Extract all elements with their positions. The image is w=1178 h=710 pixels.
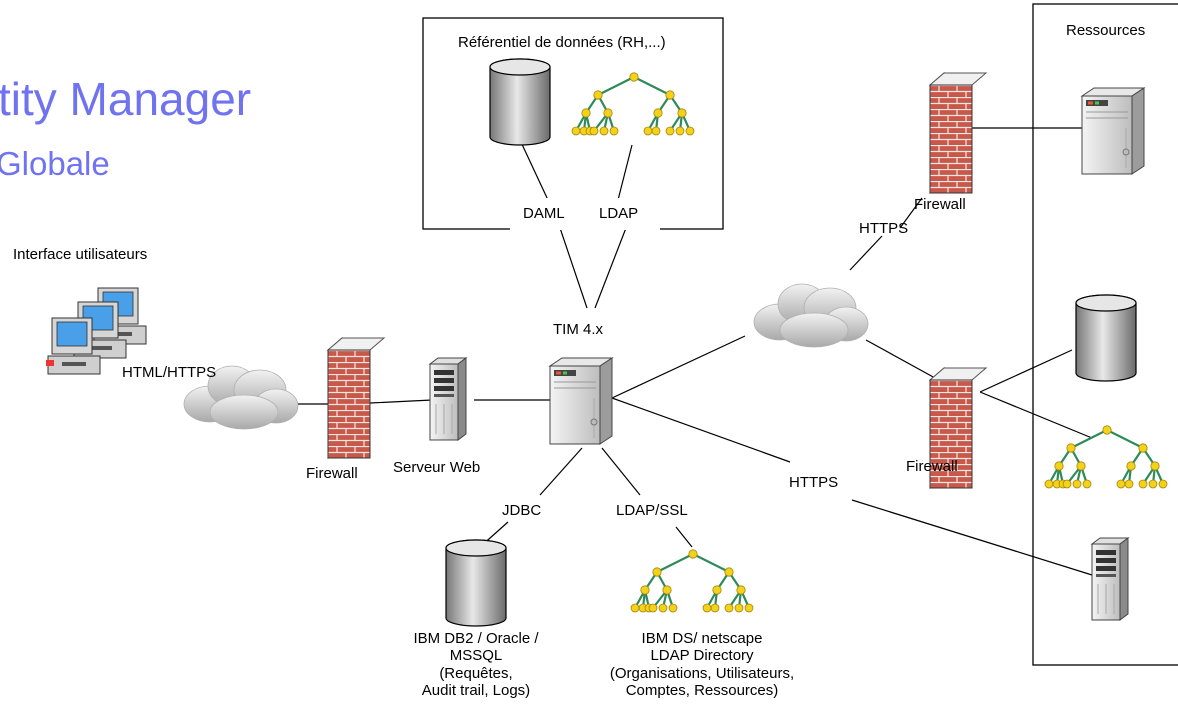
page-title: tity Manager xyxy=(0,73,252,125)
ldap-directory-description: IBM DS/ netscape LDAP Directory (Organis… xyxy=(609,630,795,699)
line-daml-tim xyxy=(559,227,588,309)
resource-server-icon xyxy=(1091,537,1129,621)
line-db-daml xyxy=(519,139,549,201)
tim-label: TIM 4.x xyxy=(553,321,604,338)
serveur-web-label: Serveur Web xyxy=(393,459,481,476)
line-firewall-db xyxy=(979,349,1073,393)
connections xyxy=(298,127,1093,576)
line-tree-ldap xyxy=(617,144,633,201)
ldap-tree-icon xyxy=(1043,424,1169,490)
https-top-label: HTTPS xyxy=(859,220,909,237)
database-description: IBM DB2 / Oracle / MSSQL (Requêtes, Audi… xyxy=(413,630,539,699)
line-tim-ldapssl xyxy=(601,447,641,496)
jdbc-label: JDBC xyxy=(502,502,542,519)
web-server-icon xyxy=(429,357,467,441)
line-cloud-firewall-right xyxy=(865,339,936,379)
database-icon xyxy=(1075,294,1137,382)
interface-label: Interface utilisateurs xyxy=(13,246,148,263)
ldap-tree-icon xyxy=(570,71,696,137)
line-https-tower xyxy=(851,499,1093,576)
ressources-box xyxy=(1032,3,1178,666)
ressources-label: Ressources xyxy=(1066,22,1146,39)
line-https-firewall xyxy=(899,197,923,229)
daml-label: DAML xyxy=(523,205,565,222)
line-cloud-https xyxy=(849,235,883,271)
firewall-left-label: Firewall xyxy=(306,465,358,482)
html-https-label: HTML/HTTPS xyxy=(122,364,217,381)
database-icon xyxy=(445,539,507,627)
tim-server-icon xyxy=(549,357,613,445)
referentiel-label: Référentiel de données (RH,...) xyxy=(458,34,666,51)
firewall-top-label: Firewall xyxy=(914,196,966,213)
database-icon xyxy=(489,58,551,146)
page-subtitle: Globale xyxy=(0,145,110,182)
line-firewall-tree xyxy=(979,391,1093,439)
firewall-icon xyxy=(929,72,987,194)
cloud-icon xyxy=(753,283,869,348)
line-ldapssl-tree xyxy=(675,526,693,548)
line-firewall-web xyxy=(369,399,433,404)
workstations-icon xyxy=(46,287,147,375)
line-tim-jdbc xyxy=(539,447,583,496)
firewall-icon xyxy=(327,337,385,459)
line-tim-cloud xyxy=(611,335,746,399)
ldap-ssl-label: LDAP/SSL xyxy=(616,502,688,519)
line-tim-https xyxy=(611,397,791,463)
resource-server-icon xyxy=(1081,87,1145,175)
line-ldap-tim xyxy=(594,227,627,309)
ldap-tree-icon xyxy=(629,548,755,614)
firewall-right-label: Firewall xyxy=(906,458,958,475)
ldap-label: LDAP xyxy=(599,205,639,222)
https-bottom-label: HTTPS xyxy=(789,474,839,491)
